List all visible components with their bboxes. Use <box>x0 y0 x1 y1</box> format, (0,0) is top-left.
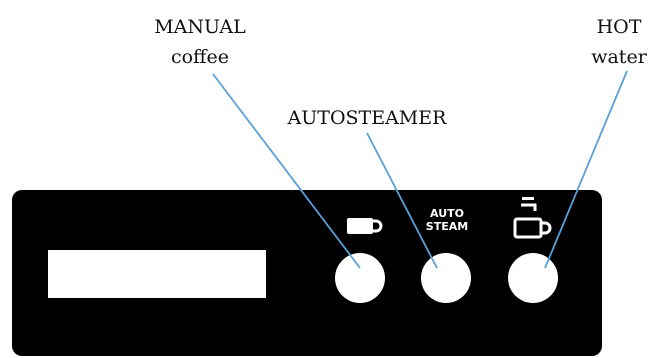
control-panel <box>12 190 602 356</box>
hot-water-button[interactable] <box>508 253 558 303</box>
display-window <box>48 250 266 298</box>
hot-leader-line <box>544 70 628 269</box>
auto-steam-label-line2: STEAM <box>426 220 468 233</box>
manual-label-line1: MANUAL <box>154 16 246 38</box>
manual-coffee-button[interactable] <box>335 253 385 303</box>
auto-steam-button[interactable] <box>421 253 471 303</box>
hot-label-line2: water <box>591 46 647 68</box>
manual-leader-line <box>212 73 361 269</box>
autosteamer-label: AUTOSTEAMER <box>287 107 448 129</box>
autosteamer-leader-line <box>366 132 438 269</box>
hot-label-line1: HOT <box>597 16 642 38</box>
manual-label-line2: coffee <box>171 46 229 68</box>
coffee-cup-icon <box>347 218 383 234</box>
hot-water-tap-icon <box>513 197 552 239</box>
auto-steam-label-line1: AUTO <box>430 207 464 220</box>
